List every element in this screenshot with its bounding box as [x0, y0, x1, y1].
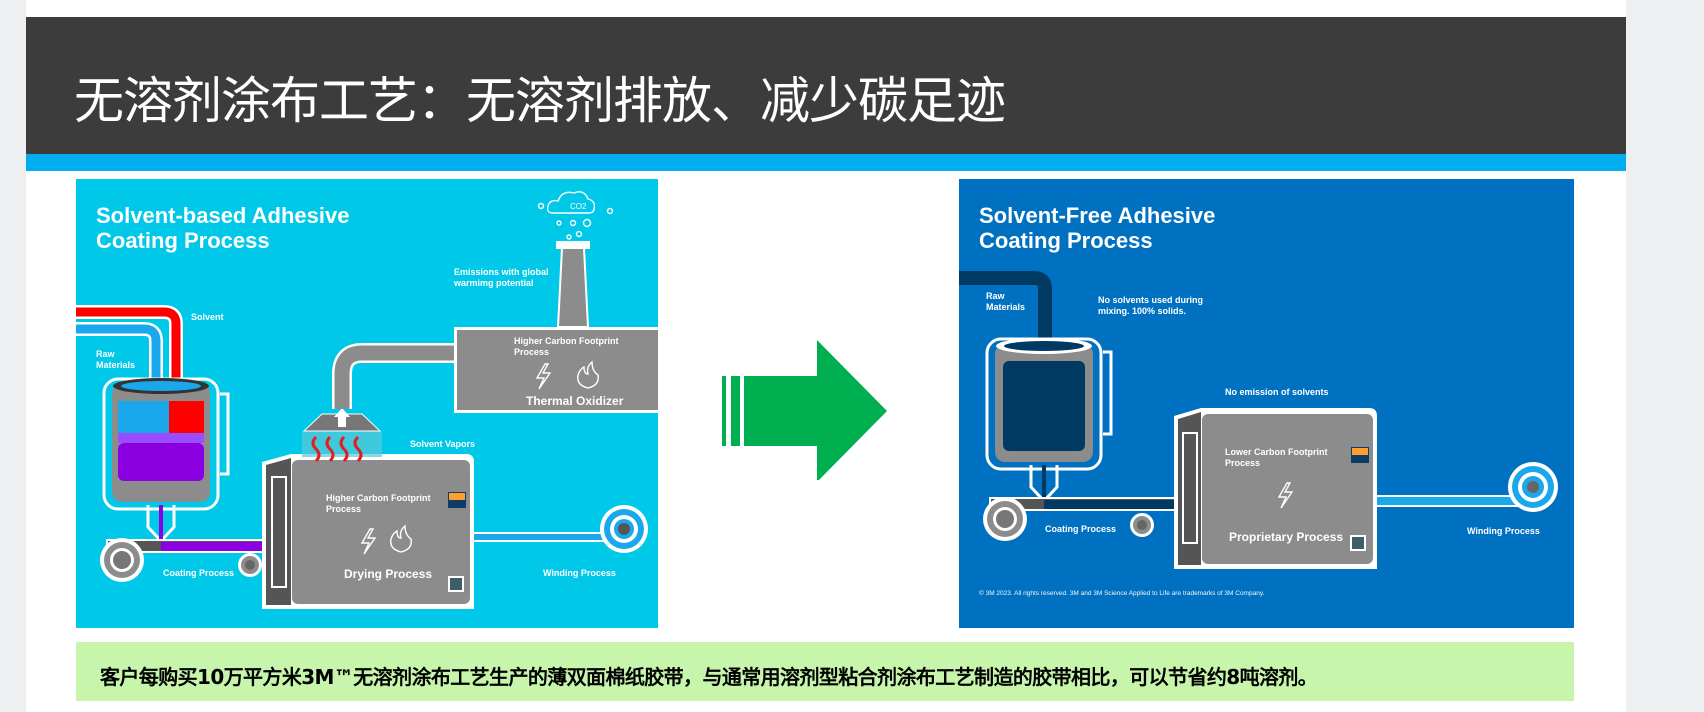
solvent-based-diagram: CO2 Solvent-based Adhesive Coating Proce… [76, 179, 658, 628]
no-emission-label: No emission of solvents [1225, 387, 1329, 397]
lightning-icon [1277, 482, 1294, 509]
thermal-oxidizer-label: Thermal Oxidizer [526, 394, 624, 408]
panel-title: Solvent-Free Adhesive Coating Process [979, 203, 1216, 253]
exhaust-duct [334, 345, 456, 409]
right-arrow-icon [722, 340, 887, 480]
solvent-based-illustration: CO2 [76, 191, 658, 609]
mixing-tank-icon [102, 377, 230, 511]
roller-icon [1130, 513, 1154, 537]
chimney-icon [556, 241, 590, 328]
panel-title: Solvent-based Adhesive Coating Process [96, 203, 350, 253]
winding-roll-icon [1508, 462, 1558, 512]
caption-box: 客户每购买10万平方米3M™无溶剂涂布工艺生产的薄双面棉纸胶带，与通常用溶剂型粘… [76, 642, 1574, 701]
winding-process-label: Winding Process [543, 568, 616, 578]
exhaust-hood-icon [302, 408, 382, 463]
co2-cloud-icon [537, 191, 614, 240]
coating-process-label: Coating Process [163, 568, 235, 578]
solvent-free-diagram: Solvent-Free Adhesive Coating Process Ra… [959, 179, 1574, 628]
co2-label: CO2 [570, 202, 587, 211]
lightning-icon [535, 363, 552, 390]
winding-roll-icon [600, 505, 648, 553]
solvent-vapors-label: Solvent Vapors [410, 439, 476, 449]
drying-oven-icon [262, 454, 474, 609]
slide-title: 无溶剂涂布工艺：无溶剂排放、减少碳足迹 [74, 72, 1006, 130]
winding-process-label: Winding Process [1467, 526, 1540, 536]
accent-stripe [26, 154, 1626, 171]
raw-materials-pipe [959, 271, 1052, 344]
copyright-notice: © 3M 2023. All rights reserved. 3M and 3… [979, 590, 1265, 597]
roller-icon [100, 538, 144, 582]
roller-icon [983, 497, 1027, 541]
roller-icon [238, 553, 262, 577]
lightning-icon [360, 528, 377, 555]
solvent-label: Solvent [191, 312, 224, 322]
drying-process-label: Drying Process [344, 567, 433, 581]
mixing-tank-icon [985, 337, 1113, 471]
proprietary-process-label: Proprietary Process [1229, 530, 1344, 544]
title-bar: 无溶剂涂布工艺：无溶剂排放、减少碳足迹 [26, 17, 1626, 154]
process-unit-icon [1174, 408, 1377, 569]
flame-icon [577, 360, 599, 389]
caption-text: 客户每购买10万平方米3M™无溶剂涂布工艺生产的薄双面棉纸胶带，与通常用溶剂型粘… [100, 665, 1318, 689]
solvent-free-illustration [959, 271, 1558, 569]
flame-icon [390, 524, 412, 553]
coating-process-label: Coating Process [1045, 524, 1117, 534]
